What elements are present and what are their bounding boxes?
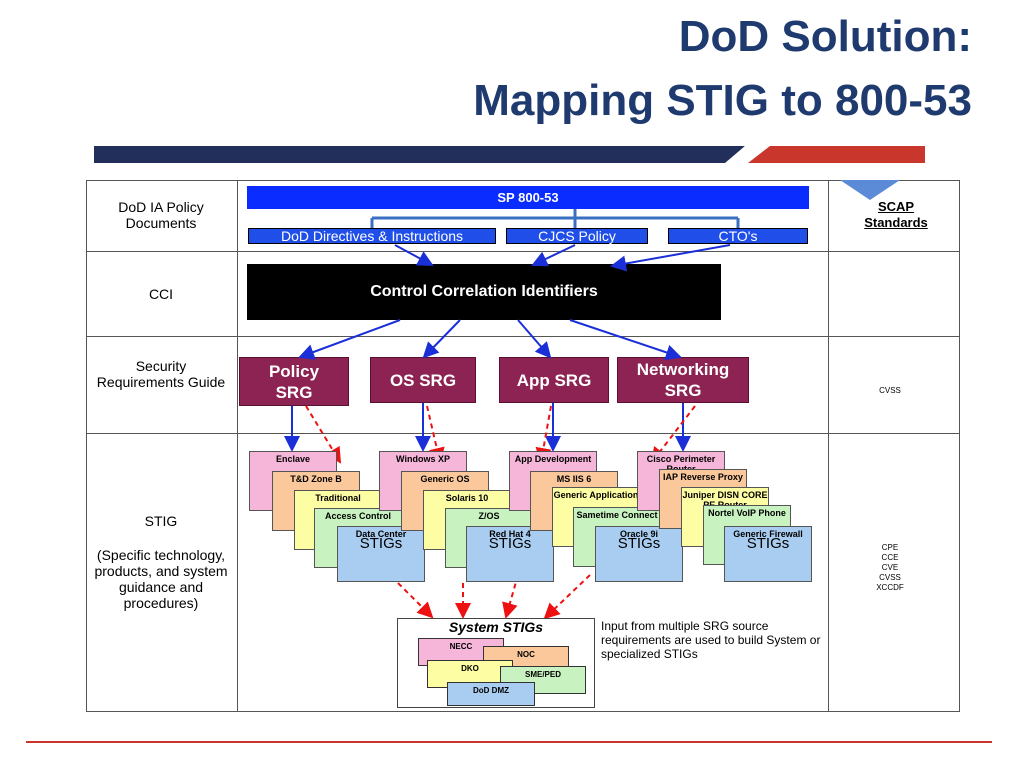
stig-card-generic-firewall: Generic Firewall STIGs	[724, 526, 812, 582]
system-card-dod-dmz: DoD DMZ	[447, 682, 535, 706]
title-line-2: Mapping STIG to 800-53	[473, 76, 972, 125]
policy-srg-box: Policy SRG	[239, 357, 349, 406]
col-divider-1	[237, 180, 238, 712]
sp-800-53-box: SP 800-53	[247, 186, 809, 209]
col-divider-2	[828, 180, 829, 712]
scap-stig-cce: CCE	[881, 553, 899, 562]
footer-rule	[26, 741, 992, 743]
stig-card-data-center-label: Data Center	[355, 529, 407, 539]
scap-stig-cve: CVE	[881, 563, 899, 572]
diagram-frame	[86, 180, 960, 712]
stig-card-oracle-9i: Oracle 9i STIGs	[595, 526, 683, 582]
ctos-box: CTO's	[668, 228, 808, 244]
cjcs-policy-box: CJCS Policy	[506, 228, 648, 244]
scap-stig-xccdf: XCCDF	[876, 583, 904, 592]
stigs-label-app: STIGs	[617, 535, 661, 552]
scap-stig-cvss: CVSS	[879, 573, 901, 582]
row-label-stig: STIG	[144, 513, 178, 529]
scap-stig-cpe: CPE	[881, 543, 899, 552]
system-stigs-note: Input from multiple SRG source requireme…	[601, 619, 821, 661]
dod-directives-box: DoD Directives & Instructions	[248, 228, 496, 244]
row-label-srg: Security Requirements Guide	[96, 358, 226, 390]
stig-card-data-center: Data Center STIGs	[337, 526, 425, 582]
app-srg-box: App SRG	[499, 357, 609, 403]
stigs-label-policy: STIGs	[359, 535, 403, 552]
title-line-1: DoD Solution:	[678, 12, 972, 61]
system-stigs-title: System STIGs	[448, 619, 544, 635]
row-divider-3	[86, 433, 960, 434]
row-divider-1	[86, 251, 960, 252]
stig-card-red-hat-4: Red Hat 4 STIGs	[466, 526, 554, 582]
row-label-stig-desc: (Specific technology, products, and syst…	[94, 547, 228, 611]
scap-srg-cvss: CVSS	[879, 386, 901, 395]
os-srg-box: OS SRG	[370, 357, 476, 403]
row-label-policy-docs: DoD IA Policy Documents	[118, 199, 204, 231]
scap-chevron-icon	[840, 180, 900, 200]
title-underline-bar	[94, 146, 925, 163]
stig-card-generic-firewall-label: Generic Firewall	[733, 529, 803, 539]
row-label-cci: CCI	[148, 286, 174, 302]
cci-box: Control Correlation Identifiers	[247, 264, 721, 320]
stigs-label-net: STIGs	[746, 535, 790, 552]
stigs-label-os: STIGs	[488, 535, 532, 552]
networking-srg-box: Networking SRG	[617, 357, 749, 403]
row-divider-2	[86, 336, 960, 337]
stig-card-red-hat-4-label: Red Hat 4	[489, 529, 531, 539]
stig-card-oracle-9i-label: Oracle 9i	[619, 529, 659, 539]
scap-standards-header: SCAP Standards	[864, 199, 928, 230]
